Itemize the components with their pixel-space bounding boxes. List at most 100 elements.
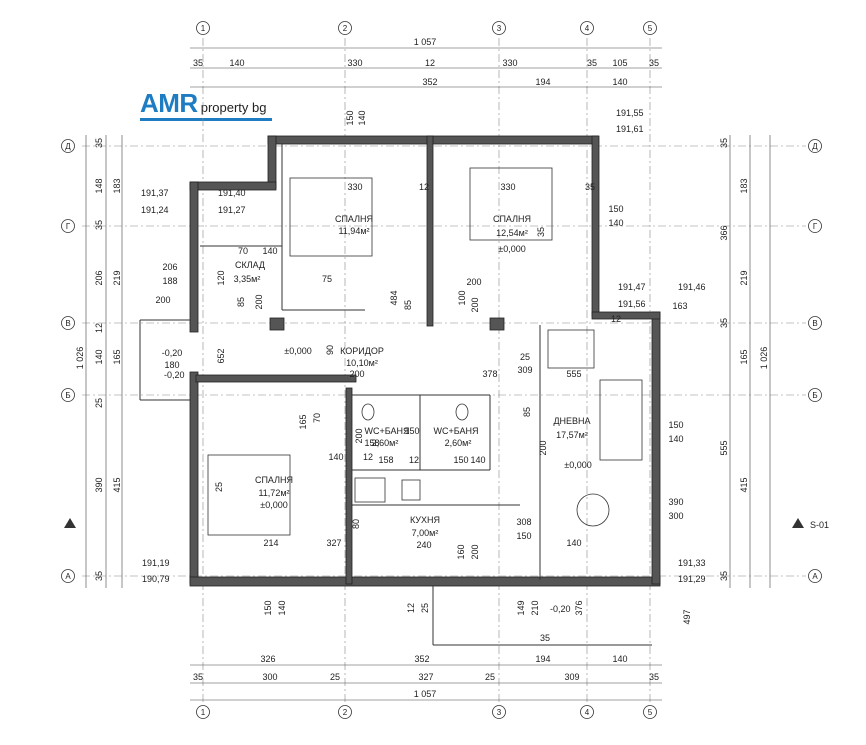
room-wc1-area: 2,60м²: [372, 438, 399, 448]
axis-grid: [82, 38, 806, 704]
section-marks: S-01: [64, 518, 829, 530]
axis-top-2: 2: [343, 24, 348, 33]
dim-bot-r2-5: 309: [564, 672, 579, 682]
dim-bot-r2-6: 35: [649, 672, 659, 682]
room-corridor-area: 10,10м²: [346, 358, 378, 368]
dim-left-o5: 140: [94, 349, 104, 364]
elev-6: 191,27: [218, 205, 246, 215]
dim-top-r1-2: 330: [347, 58, 362, 68]
idim-65: 210: [530, 600, 540, 615]
dim-top-r1-3: 12: [425, 58, 435, 68]
dim-left-o0: 35: [94, 138, 104, 148]
dining-table: [576, 493, 610, 527]
room-storage-area: 3,35м²: [234, 274, 261, 284]
axis-bottom-5: 5: [648, 708, 653, 717]
dim-right-i3: 415: [739, 477, 749, 492]
logo-underline: [140, 118, 272, 121]
dim-bot-r2-3: 327: [418, 672, 433, 682]
dim-top-r1-1: 140: [229, 58, 244, 68]
dim-left-o6: 25: [94, 398, 104, 408]
axis-left-d: Д: [65, 142, 71, 151]
idim-12: 206: [162, 262, 177, 272]
bed-1: [289, 177, 373, 257]
dim-left-i3: 415: [112, 477, 122, 492]
dim-top-total: 1 057: [414, 37, 437, 47]
axis-markers: [61, 21, 822, 719]
idim-0: 330: [347, 182, 362, 192]
idim-55: 308: [516, 517, 531, 527]
elev-11: 190,79: [142, 574, 170, 584]
idim-43: 140: [470, 455, 485, 465]
room-storage-name: СКЛАД: [235, 260, 265, 270]
dim-bot-r1-0: 326: [260, 654, 275, 664]
dim-top-r1-4: 330: [502, 58, 517, 68]
dim-bot-r2-4: 25: [485, 672, 495, 682]
dims-top: 1 057 35 140 330 12 330 35 105 35 352 19…: [193, 37, 659, 87]
idim-16: 200: [155, 295, 170, 305]
dim-top-r1-0: 35: [193, 58, 203, 68]
dim-right-i0: 183: [739, 178, 749, 193]
idim-24: -0,20: [162, 348, 183, 358]
elev-4: 191,24: [141, 205, 169, 215]
idim-42: 150: [453, 455, 468, 465]
dim-right-o0: 35: [719, 138, 729, 148]
idim-2: 330: [500, 182, 515, 192]
idim-39: 12: [363, 452, 373, 462]
dim-bot-r2-1: 300: [262, 672, 277, 682]
sink: [401, 479, 421, 501]
dim-bot-r1-1: 352: [414, 654, 429, 664]
axis-bottom-3: 3: [497, 708, 502, 717]
idim-47: 300: [668, 511, 683, 521]
partitions: [139, 144, 652, 646]
room-bedroom-1-name: СПАЛНЯ: [335, 214, 373, 224]
idim-37: 200: [354, 428, 364, 443]
dim-left-i2: 165: [112, 349, 122, 364]
idim-45: 140: [668, 434, 683, 444]
idim-18: 200: [254, 294, 264, 309]
axis-top-3: 3: [497, 24, 502, 33]
idim-1: 12: [419, 182, 429, 192]
idim-32: 555: [566, 369, 581, 379]
idim-52: 240: [416, 540, 431, 550]
elev-2: 191,61: [616, 124, 644, 134]
elev-8: 191,56: [618, 299, 646, 309]
axis-top-5: 5: [648, 24, 653, 33]
room-wc2-name: WC+БАНЯ: [434, 426, 479, 436]
dim-right-i1: 219: [739, 270, 749, 285]
idim-59: 140: [277, 600, 287, 615]
room-corridor-name: КОРИДОР: [340, 346, 384, 356]
dim-top-r1-6: 105: [612, 58, 627, 68]
axis-right-d: Д: [812, 142, 818, 151]
sofa-chair: [547, 329, 595, 369]
elev-9: 191,46: [678, 282, 706, 292]
idim-7: 140: [608, 218, 623, 228]
dim-left-o2: 35: [94, 220, 104, 230]
elev-13: 191,29: [678, 574, 706, 584]
idim-23: 200: [470, 297, 480, 312]
dim-right-o3: 555: [719, 440, 729, 455]
idim-10: 70: [238, 246, 248, 256]
axis-right-v: В: [812, 319, 817, 328]
room-living-name: ДНЕВНА: [553, 416, 590, 426]
idim-41: 12: [409, 455, 419, 465]
dim-top-r2-1: 194: [535, 77, 550, 87]
toilet-1: [361, 403, 375, 421]
idim-51: 80: [351, 519, 361, 529]
idim-61: 25: [420, 603, 430, 613]
dim-bot-r2-0: 35: [193, 672, 203, 682]
room-kitchen-name: КУХНЯ: [410, 515, 440, 525]
dim-left-total: 1 026: [75, 347, 85, 370]
room-kitchen-area: 7,00м²: [412, 528, 439, 538]
axis-bottom-4: 4: [585, 708, 590, 717]
dim-top-r1-7: 35: [649, 58, 659, 68]
idim-6: 150: [608, 204, 623, 214]
idim-34: 200: [538, 440, 548, 455]
walls: [189, 135, 661, 587]
dim-left-o1: 148: [94, 178, 104, 193]
dim-left-i0: 183: [112, 178, 122, 193]
toilet-2: [455, 403, 469, 421]
axis-right-b: Б: [812, 391, 817, 400]
axis-right-g: Г: [813, 222, 818, 231]
